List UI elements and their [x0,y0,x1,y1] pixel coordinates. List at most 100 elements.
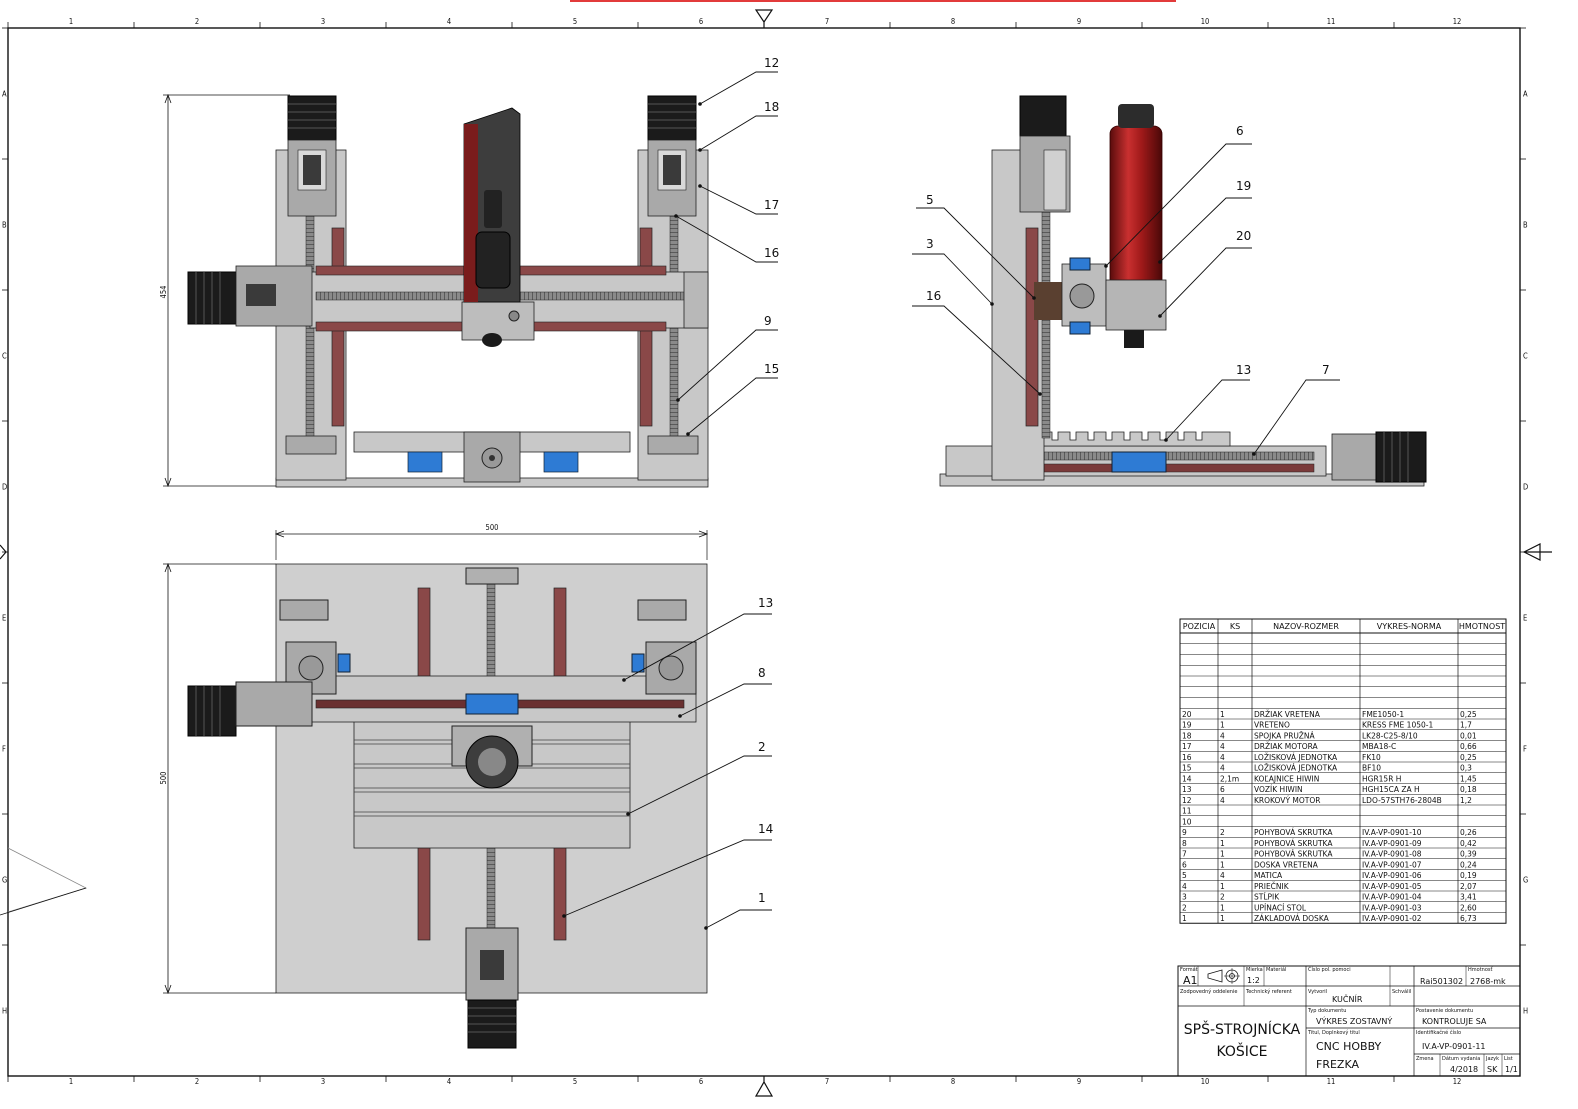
ident-label: Identifikačné číslo [1416,1029,1461,1036]
author-label: Vytvoril [1308,989,1327,995]
bom-cell: ZÁKLADOVÁ DOSKA [1254,914,1330,923]
zone-col-label: 5 [573,1077,577,1086]
zone-col-label: 10 [1201,17,1210,26]
zone-row-label: H [2,1007,7,1016]
bom-cell: POHYBOVÁ SKRUTKA [1254,828,1333,837]
bom-header-cell: HMOTNOST [1459,622,1505,631]
leader-line [563,839,772,917]
zone-row-label: C [1523,352,1528,361]
zone-col-label: 1 [69,17,73,26]
bom-cell: 11 [1182,807,1192,816]
bom-cell: 6,73 [1460,914,1477,923]
bom-cell: HGR15R H [1362,774,1401,783]
bom-header-cell: NAZOV-ROZMER [1273,622,1339,631]
bom-cell: VOZÍK HIWIN [1254,785,1303,794]
title-label: Titul, Doplnkový titul [1307,1029,1360,1036]
bom-cell: BF10 [1362,764,1381,773]
bom-cell: 18 [1182,731,1192,740]
zone-col-label: 7 [825,1077,829,1086]
bom-cell: IV.A-VP-0901-02 [1362,914,1422,923]
leader-line [679,683,772,717]
balloon-label-3: 3 [926,237,934,251]
bom-cell: 1 [1182,914,1187,923]
center-arrow-bottom [754,1076,774,1097]
sheet-label: List [1504,1056,1513,1062]
balloon-label-13: 13 [758,596,773,610]
bom-cell: 7 [1182,850,1187,859]
approved-label: Schválil [1392,988,1411,995]
bom-cell: 4 [1220,764,1225,773]
balloon-label-6: 6 [1236,124,1244,138]
format-value: A1 [1183,974,1198,987]
leader-dot [698,102,702,106]
leader-dot [676,398,680,402]
bom-cell: 2 [1220,828,1225,837]
balloon-label-17: 17 [764,198,779,212]
bom-cell: 0,3 [1460,764,1472,773]
bom-cell: 4 [1220,753,1225,762]
bom-cell: SPOJKA PRUŽNÁ [1254,731,1316,740]
bom-cell: POHYBOVÁ SKRUTKA [1254,839,1333,848]
bom-cell: IV.A-VP-0901-09 [1362,839,1422,848]
bom-cell: 9 [1182,828,1187,837]
zone-col-label: 2 [195,17,199,26]
bom-cell: LOŽISKOVÁ JEDNOTKA [1254,753,1338,762]
bom-cell: 0,66 [1460,742,1477,751]
leader-line [1165,379,1250,441]
bom-cell: DOSKA VRETENA [1254,860,1319,869]
leader-dot [622,678,626,682]
sheet-value: 1/1 [1505,1065,1518,1074]
school-city: KOŠICE [1216,1042,1267,1060]
bom-cell: 6 [1182,860,1187,869]
balloon-label-1: 1 [758,891,766,905]
stray-leader [0,887,87,916]
bom-cell: 1,2 [1460,796,1472,805]
bom-cell: 2 [1220,893,1225,902]
center-arrow-left [0,544,7,560]
bom-cell: LDO-57STH76-2804B [1362,796,1442,805]
zone-row-label: A [2,90,7,99]
zone-col-label: 5 [573,17,577,26]
status-label: Postavenie dokumentu [1416,1008,1473,1014]
leader-dot [1252,452,1256,456]
school-name: SPŠ-STROJNÍCKA [1184,1020,1301,1038]
bom-cell: IV.A-VP-0901-10 [1362,828,1422,837]
leader-dot [686,432,690,436]
title-block: Formát A1 Mierka 1:2 Materiál Číslo pol.… [1177,965,1521,1077]
bom-cell: 0,19 [1460,871,1477,880]
zone-col-label: 11 [1327,1077,1336,1086]
bom-cell: 0,25 [1460,753,1477,762]
dimension-width-top: 500 [486,523,499,532]
leader-dot [1104,264,1108,268]
bom-cell: 1 [1220,850,1225,859]
lang-label: Jazyk [1485,1056,1499,1062]
zone-row-label: H [1523,1007,1528,1016]
balloon-label-5: 5 [926,193,934,207]
bom-cell: UPÍNACÍ STOL [1254,903,1307,912]
balloon-label-20: 20 [1236,229,1251,243]
zone-row-label: D [1523,483,1528,492]
leader-line [705,909,772,929]
bom-cell: 16 [1182,753,1192,762]
zone-row-label: B [2,221,7,230]
status-value: KONTROLUJE SA [1422,1017,1487,1026]
zone-col-label: 10 [1201,1077,1210,1086]
bom-cell: 19 [1182,721,1192,730]
center-arrow-right [1522,543,1552,561]
leader-dot [562,914,566,918]
lang-value: SK [1487,1065,1498,1074]
balloon-label-16: 16 [764,246,779,260]
zone-row-label: F [2,745,6,754]
leader-line [912,305,1041,395]
bom-cell: LOŽISKOVÁ JEDNOTKA [1254,764,1338,773]
bom-cell: 1 [1220,721,1225,730]
balloon-label-13: 13 [1236,363,1251,377]
bom-cell: PRIEČNIK [1254,882,1290,891]
bom-cell: 5 [1182,871,1187,880]
zone-col-label: 3 [321,1077,325,1086]
balloon-label-18: 18 [764,100,779,114]
bom-cell: 1 [1220,882,1225,891]
leader-dot [626,812,630,816]
